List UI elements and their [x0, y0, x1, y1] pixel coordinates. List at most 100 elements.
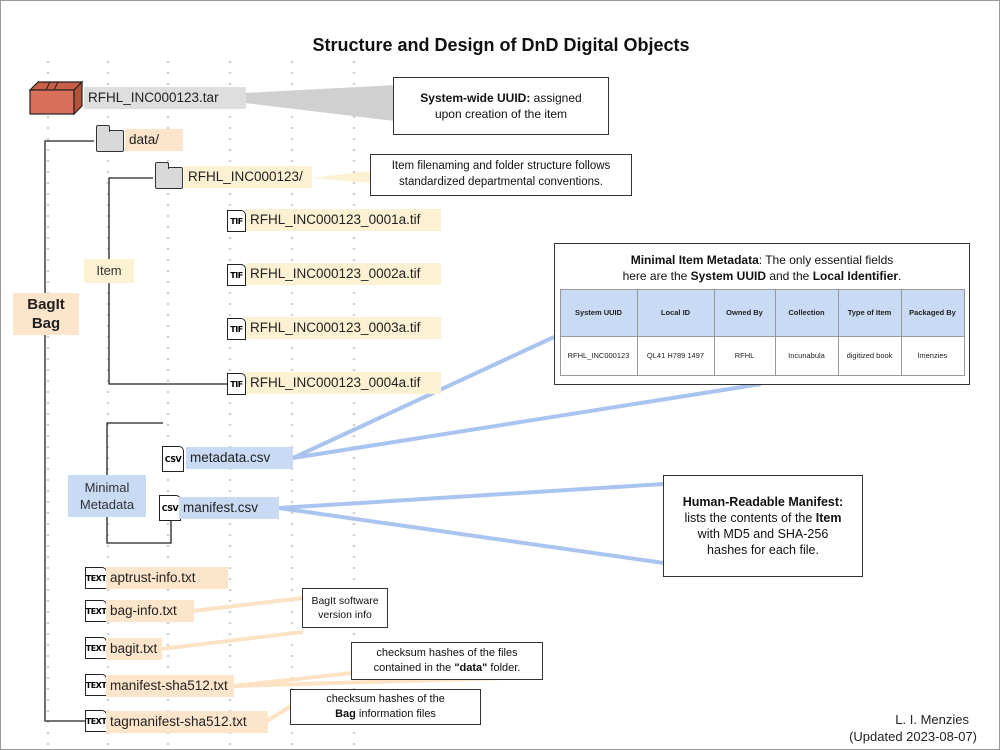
table-header-cell: Packaged By: [900, 289, 965, 338]
text-file-icon: TEXT: [85, 710, 107, 732]
text-icon-text: TEXT: [85, 573, 107, 583]
minimal-callout-t1: : The only essential fields: [758, 253, 894, 267]
text-icon-text: TEXT: [85, 716, 107, 726]
csv-icon-text: CSV: [161, 503, 179, 513]
csv-file-icon: CSV: [159, 495, 181, 521]
tif-file-3: RFHL_INC000123_0003a.tif: [246, 317, 441, 339]
tag-file-manifest-sha512: manifest-sha512.txt: [106, 675, 234, 697]
diagram-title: Structure and Design of DnD Digital Obje…: [312, 35, 690, 55]
checksum-data-line1: checksum hashes of the files: [376, 647, 518, 660]
checksum-data-callout: checksum hashes of the files contained i…: [351, 642, 543, 680]
table-header-cell: System UUID: [559, 289, 638, 338]
metadata-table-row: RFHL_INC000123 QL41 H789 1497 RFHL Incun…: [559, 336, 965, 377]
metadata-table: System UUID Local ID Owned By Collection…: [559, 289, 965, 377]
folder-icon: [96, 125, 124, 152]
manifest-callout-l2: lists the contents of the: [684, 511, 816, 525]
manifest-callout-l4: hashes for each file.: [707, 543, 819, 557]
csv-icon-text: CSV: [164, 454, 182, 464]
table-header-cell: Collection: [774, 289, 839, 338]
metadata-csv-label: metadata.csv: [186, 447, 293, 469]
manifest-callout-l2b: Item: [815, 511, 842, 525]
naming-callout-line1: Item filenaming and folder structure fol…: [391, 160, 611, 173]
uuid-callout: System-wide UUID: assigned upon creation…: [393, 77, 609, 135]
bagit-bag-label: BagIt Bag: [13, 293, 79, 335]
text-file-icon: TEXT: [85, 567, 107, 589]
data-folder-label: data/: [125, 129, 183, 151]
tag-file-bagit: bagit.txt: [106, 638, 162, 660]
bagit-software-callout: BagIt software version info: [302, 588, 388, 628]
tree-connectors: [44, 140, 229, 722]
checksum-data-line2b: "data": [454, 662, 488, 674]
update-date: (Updated 2023-08-07): [849, 729, 977, 744]
tif-file-4: RFHL_INC000123_0004a.tif: [246, 372, 441, 394]
text-icon-text: TEXT: [85, 643, 107, 653]
checksum-bag-callout: checksum hashes of the Bag information f…: [290, 689, 481, 725]
naming-callout: Item filenaming and folder structure fol…: [370, 154, 632, 196]
table-cell: RFHL_INC000123: [559, 336, 638, 377]
tif-icon-text: TIF: [230, 270, 243, 280]
minimal-metadata-callout: Minimal Item Metadata: The only essentia…: [554, 243, 970, 385]
tag-file-tagmanifest-sha512: tagmanifest-sha512.txt: [106, 711, 268, 733]
manifest-callout-bold: Human-Readable Manifest:: [682, 495, 844, 509]
table-header-cell: Owned By: [713, 289, 776, 338]
metadata-table-header-row: System UUID Local ID Owned By Collection…: [559, 289, 965, 338]
manifest-callout: Human-Readable Manifest: lists the conte…: [663, 475, 863, 577]
tif-file-icon: TIF: [227, 210, 246, 232]
item-label: Item: [84, 259, 134, 283]
tag-file-aptrust-info: aptrust-info.txt: [106, 567, 228, 589]
author-credit: L. I. Menzies (Updated 2023-08-07): [849, 711, 977, 745]
tif-file-icon: TIF: [227, 264, 246, 286]
csv-file-icon: CSV: [162, 446, 184, 472]
uuid-callout-bold: System-wide UUID:: [420, 90, 531, 105]
checksum-bag-line1: checksum hashes of the: [326, 693, 445, 706]
minimal-callout-t3: and the: [765, 269, 813, 284]
table-cell: lmenzies: [900, 336, 965, 377]
naming-wedge: [311, 171, 371, 183]
bagit-software-line2: version info: [318, 609, 372, 621]
minimal-callout-t4: .: [898, 269, 902, 284]
uuid-wedge: [245, 85, 395, 121]
table-cell: QL41 H789 1497: [636, 336, 715, 377]
text-icon-text: TEXT: [85, 606, 107, 616]
table-cell: RFHL: [713, 336, 776, 377]
checksum-bag-line2a: Bag: [335, 708, 356, 720]
bagit-bag-label-line1: BagIt: [27, 296, 65, 313]
archive-box-icon: [28, 80, 84, 116]
minimal-metadata-label: Minimal Metadata: [68, 475, 146, 517]
minimal-callout-b3: Local Identifier: [812, 269, 899, 284]
item-folder-label: RFHL_INC000123/: [184, 166, 312, 188]
table-header-cell: Type of Item: [837, 289, 902, 338]
tif-icon-text: TIF: [230, 216, 243, 226]
tif-file-icon: TIF: [227, 318, 246, 340]
tif-icon-text: TIF: [230, 379, 243, 389]
author-name: L. I. Menzies: [895, 712, 969, 727]
text-icon-text: TEXT: [85, 680, 107, 690]
table-header-cell: Local ID: [636, 289, 715, 338]
naming-callout-line2: standardized departmental conventions.: [399, 176, 603, 188]
guide-lines: [46, 61, 356, 746]
folder-icon: [155, 162, 183, 189]
checksum-bag-line2b: information files: [355, 708, 436, 720]
table-cell: digitized book: [837, 336, 902, 377]
uuid-callout-line2: upon creation of the item: [434, 107, 568, 121]
blue-connectors: [278, 335, 762, 565]
tar-filename: RFHL_INC000123.tar: [84, 87, 246, 109]
tif-file-2: RFHL_INC000123_0002a.tif: [246, 263, 441, 285]
tag-file-bag-info: bag-info.txt: [106, 600, 194, 622]
text-file-icon: TEXT: [85, 600, 107, 622]
uuid-callout-rest: assigned: [530, 90, 582, 105]
text-file-icon: TEXT: [85, 674, 107, 696]
tif-file-1: RFHL_INC000123_0001a.tif: [246, 209, 441, 231]
manifest-callout-l3: with MD5 and SHA-256: [697, 527, 829, 541]
bagit-bag-label-line2: Bag: [31, 315, 61, 332]
bagit-software-line1: BagIt software: [311, 594, 379, 607]
minimal-callout-b1: Minimal Item Metadata: [630, 253, 759, 267]
tif-icon-text: TIF: [230, 324, 243, 334]
tif-file-icon: TIF: [227, 373, 246, 395]
minimal-metadata-line1: Minimal: [84, 480, 130, 495]
minimal-metadata-line2: Metadata: [79, 497, 135, 512]
text-file-icon: TEXT: [85, 637, 107, 659]
checksum-data-line2a: contained in the: [373, 662, 455, 674]
minimal-callout-b2: System UUID: [690, 269, 766, 284]
